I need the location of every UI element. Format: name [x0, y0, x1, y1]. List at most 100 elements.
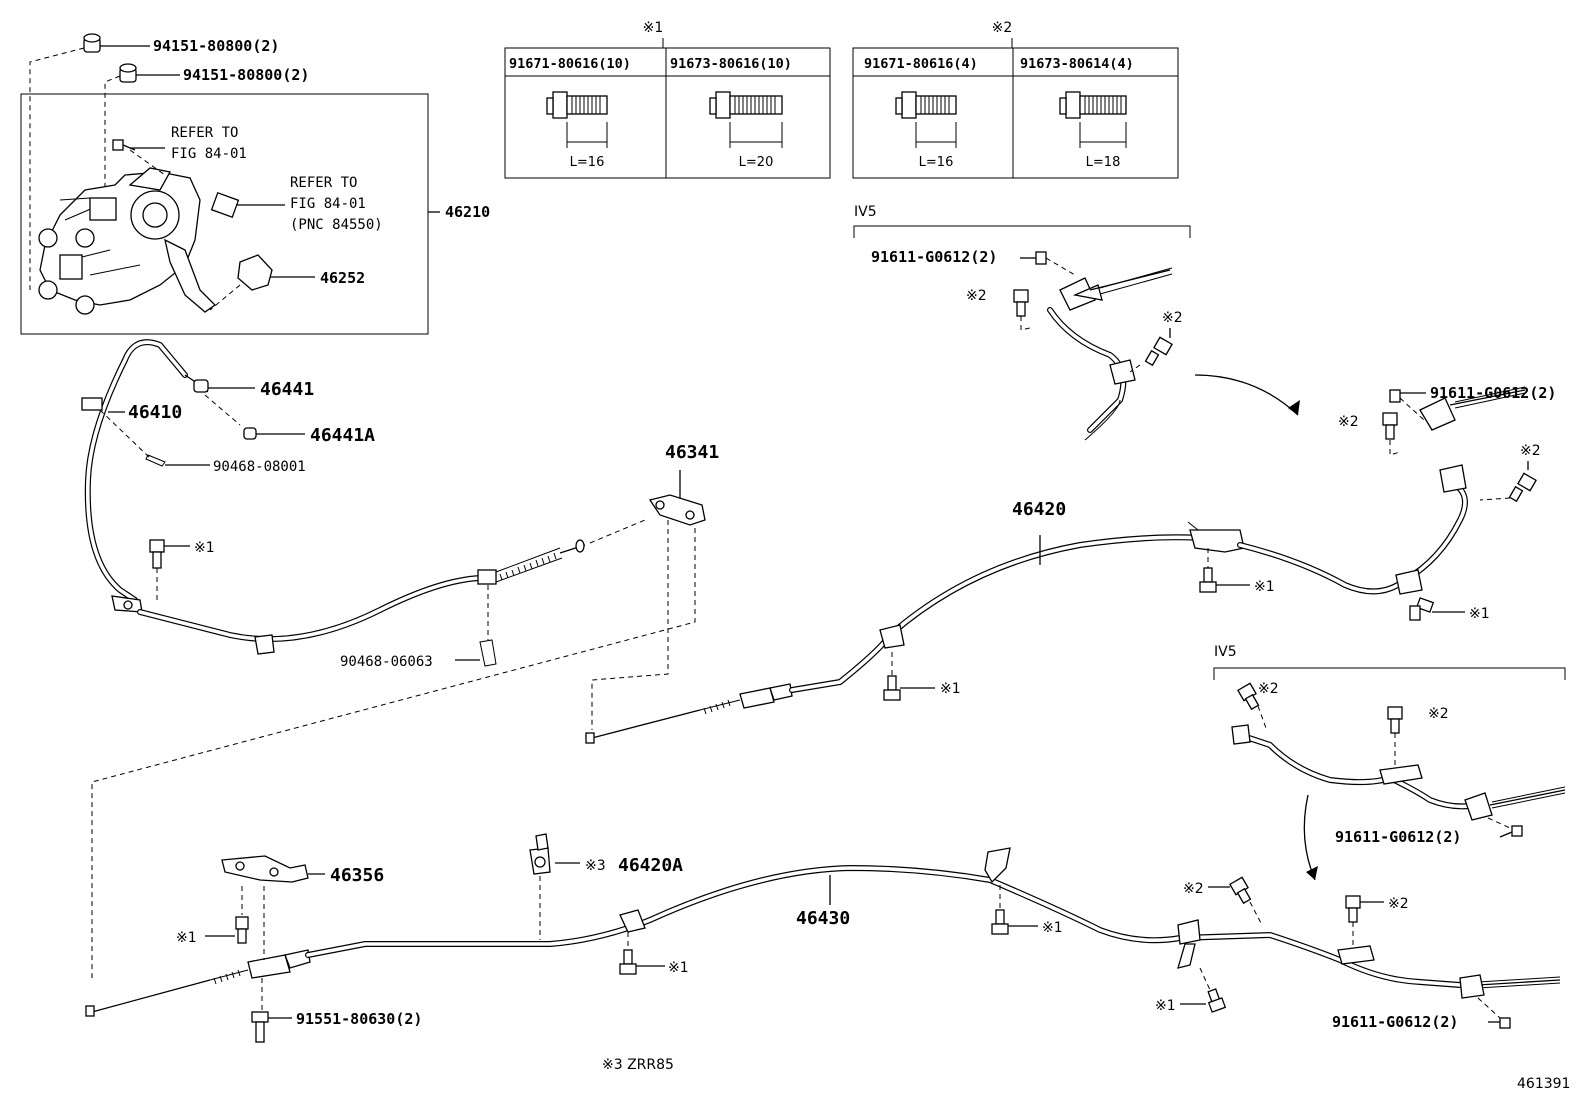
mark-1-bot-a: ※1 — [176, 930, 197, 946]
bolt-icon — [1511, 825, 1523, 837]
mark-1-right-a: ※1 — [1254, 579, 1275, 595]
mark-2-bot-b: ※2 — [1388, 896, 1409, 912]
callout-91611-top-1: 91611-G0612(2) — [871, 248, 997, 266]
mark-2-mid-a: ※2 — [1258, 681, 1279, 697]
mark-1-front: ※1 — [194, 540, 215, 556]
clip-pin-icon — [145, 454, 166, 467]
bolt-icon — [1035, 251, 1047, 265]
pedal-bracket-drawing — [38, 167, 217, 315]
legend-table-1-part-a: 91671-80616(10) — [509, 56, 631, 72]
bolt-icon — [1345, 895, 1361, 923]
mark-1-right-b: ※1 — [1469, 606, 1490, 622]
legend-table-2-part-b: 91673-80614(4) — [1020, 56, 1134, 72]
callout-94151-a: 94151-80800(2) — [153, 37, 279, 55]
legend-table-2-length-a: L=16 — [919, 155, 954, 170]
callout-46410: 46410 — [128, 402, 182, 423]
callout-91611-bot: 91611-G0612(2) — [1332, 1013, 1458, 1031]
refer-2-line-2: FIG 84-01 — [290, 196, 366, 212]
callout-46210: 46210 — [445, 203, 490, 221]
nut-icon — [193, 379, 209, 393]
iv5-detail-top: IV5 91611-G0612(2) ※2 ※2 — [853, 204, 1300, 441]
footnote-zrr85: ※3 ZRR85 — [602, 1057, 674, 1073]
arrow-icon — [1194, 374, 1299, 416]
front-cable-46410: 46441 46441A 46410 90468-08001 ※1 — [81, 339, 375, 613]
callout-90468-08001: 90468-08001 — [213, 459, 306, 475]
refer-2-line-3: (PNC 84550) — [290, 217, 383, 233]
callout-46441A: 46441A — [310, 425, 375, 446]
bolt-icon — [112, 139, 136, 151]
callout-46441: 46441 — [260, 379, 314, 400]
mark-1-bot-d: ※1 — [1155, 998, 1176, 1014]
bolt-icon — [1382, 412, 1398, 440]
bolt-icon — [1013, 289, 1029, 317]
callout-91551-80630: 91551-80630(2) — [296, 1010, 422, 1028]
mark-1-mid: ※1 — [940, 681, 961, 697]
mark-2-right-b: ※2 — [1520, 443, 1541, 459]
iv5-label-mid: IV5 — [1214, 644, 1237, 660]
bracket-icon — [221, 855, 309, 883]
bolt-icon — [1199, 567, 1217, 593]
legend-table-2-length-b: L=18 — [1086, 155, 1121, 170]
refer-1-line-2: FIG 84-01 — [171, 146, 247, 162]
flange-bolt-icon — [1059, 91, 1127, 148]
clip-icon — [479, 639, 497, 667]
nut-icon — [119, 63, 137, 83]
bolt-icon — [1207, 988, 1227, 1013]
grommet-icon — [81, 397, 103, 411]
legend-table-2-part-a: 91671-80616(4) — [864, 56, 978, 72]
callout-46356: 46356 — [330, 865, 384, 886]
mark-2-right-a: ※2 — [1338, 414, 1359, 430]
legend-table-1-length-a: L=16 — [570, 155, 605, 170]
mark-1-bot-c: ※1 — [1042, 920, 1063, 936]
nut-icon — [243, 427, 257, 440]
bolt-icon — [1229, 876, 1252, 905]
callout-46430: 46430 — [796, 908, 850, 929]
bolt-icon — [1499, 1017, 1511, 1029]
pedal-pad-icon — [237, 254, 273, 291]
rear-cable-46430: 46356 ※1 91551-80630(2) ※3 46420A — [85, 833, 1561, 1043]
callout-46420A: 46420A — [618, 855, 683, 876]
callout-91611-top-2: 91611-G0612(2) — [1430, 384, 1556, 402]
arrow-icon — [1303, 794, 1316, 881]
legend-table-2: ※2 91671-80616(4) 91673-80614(4) L=16 L=… — [852, 20, 1179, 179]
pedal-assembly-group: 94151-80800(2) 94151-80800(2) REFER TO F… — [20, 33, 490, 335]
bolt-icon — [883, 675, 901, 701]
legend-table-1-mark: ※1 — [643, 20, 664, 36]
legend-table-1: ※1 91671-80616(10) 91673-80616(10) L=16 — [504, 20, 831, 179]
flange-bolt-icon — [546, 91, 608, 148]
clamp-icon — [529, 833, 551, 875]
legend-table-2-mark: ※2 — [992, 20, 1013, 36]
mark-2-mid-b: ※2 — [1428, 706, 1449, 722]
bolt-icon — [619, 949, 637, 975]
intermediate-cable: 46341 90468-06063 46420 ※1 — [91, 442, 1490, 982]
mark-2-top-a: ※2 — [966, 288, 987, 304]
diagram-id: 461391 — [1517, 1076, 1570, 1092]
flange-bolt-icon — [709, 91, 783, 148]
bolt-icon — [1237, 682, 1260, 711]
bolt-icon — [1508, 472, 1537, 503]
callout-94151-b: 94151-80800(2) — [183, 66, 309, 84]
bolt-icon — [991, 909, 1009, 935]
flange-bolt-icon — [895, 91, 957, 148]
bolt-icon — [1144, 336, 1173, 367]
iv5-label-top: IV5 — [854, 204, 877, 220]
legend-table-1-part-b: 91673-80616(10) — [670, 56, 792, 72]
refer-1-line-1: REFER TO — [171, 125, 238, 141]
mark-1-bot-b: ※1 — [668, 960, 689, 976]
right-cable-end-top: 91611-G0612(2) ※2 ※2 — [1338, 384, 1556, 503]
mark-2-bot-a: ※2 — [1183, 881, 1204, 897]
bolt-icon — [1389, 389, 1401, 403]
callout-46341: 46341 — [665, 442, 719, 463]
clip-icon — [210, 191, 240, 219]
bolt-icon — [1409, 597, 1435, 621]
bolt-icon — [251, 1011, 269, 1043]
mark-3: ※3 — [585, 858, 606, 874]
callout-91611-mid: 91611-G0612(2) — [1335, 828, 1461, 846]
callout-46420: 46420 — [1012, 499, 1066, 520]
legend-table-1-length-b: L=20 — [739, 155, 774, 170]
callout-46252: 46252 — [320, 269, 365, 287]
bracket-icon — [1187, 521, 1245, 553]
iv5-detail-mid: IV5 ※2 ※2 91611-G0612(2) — [1213, 644, 1566, 881]
